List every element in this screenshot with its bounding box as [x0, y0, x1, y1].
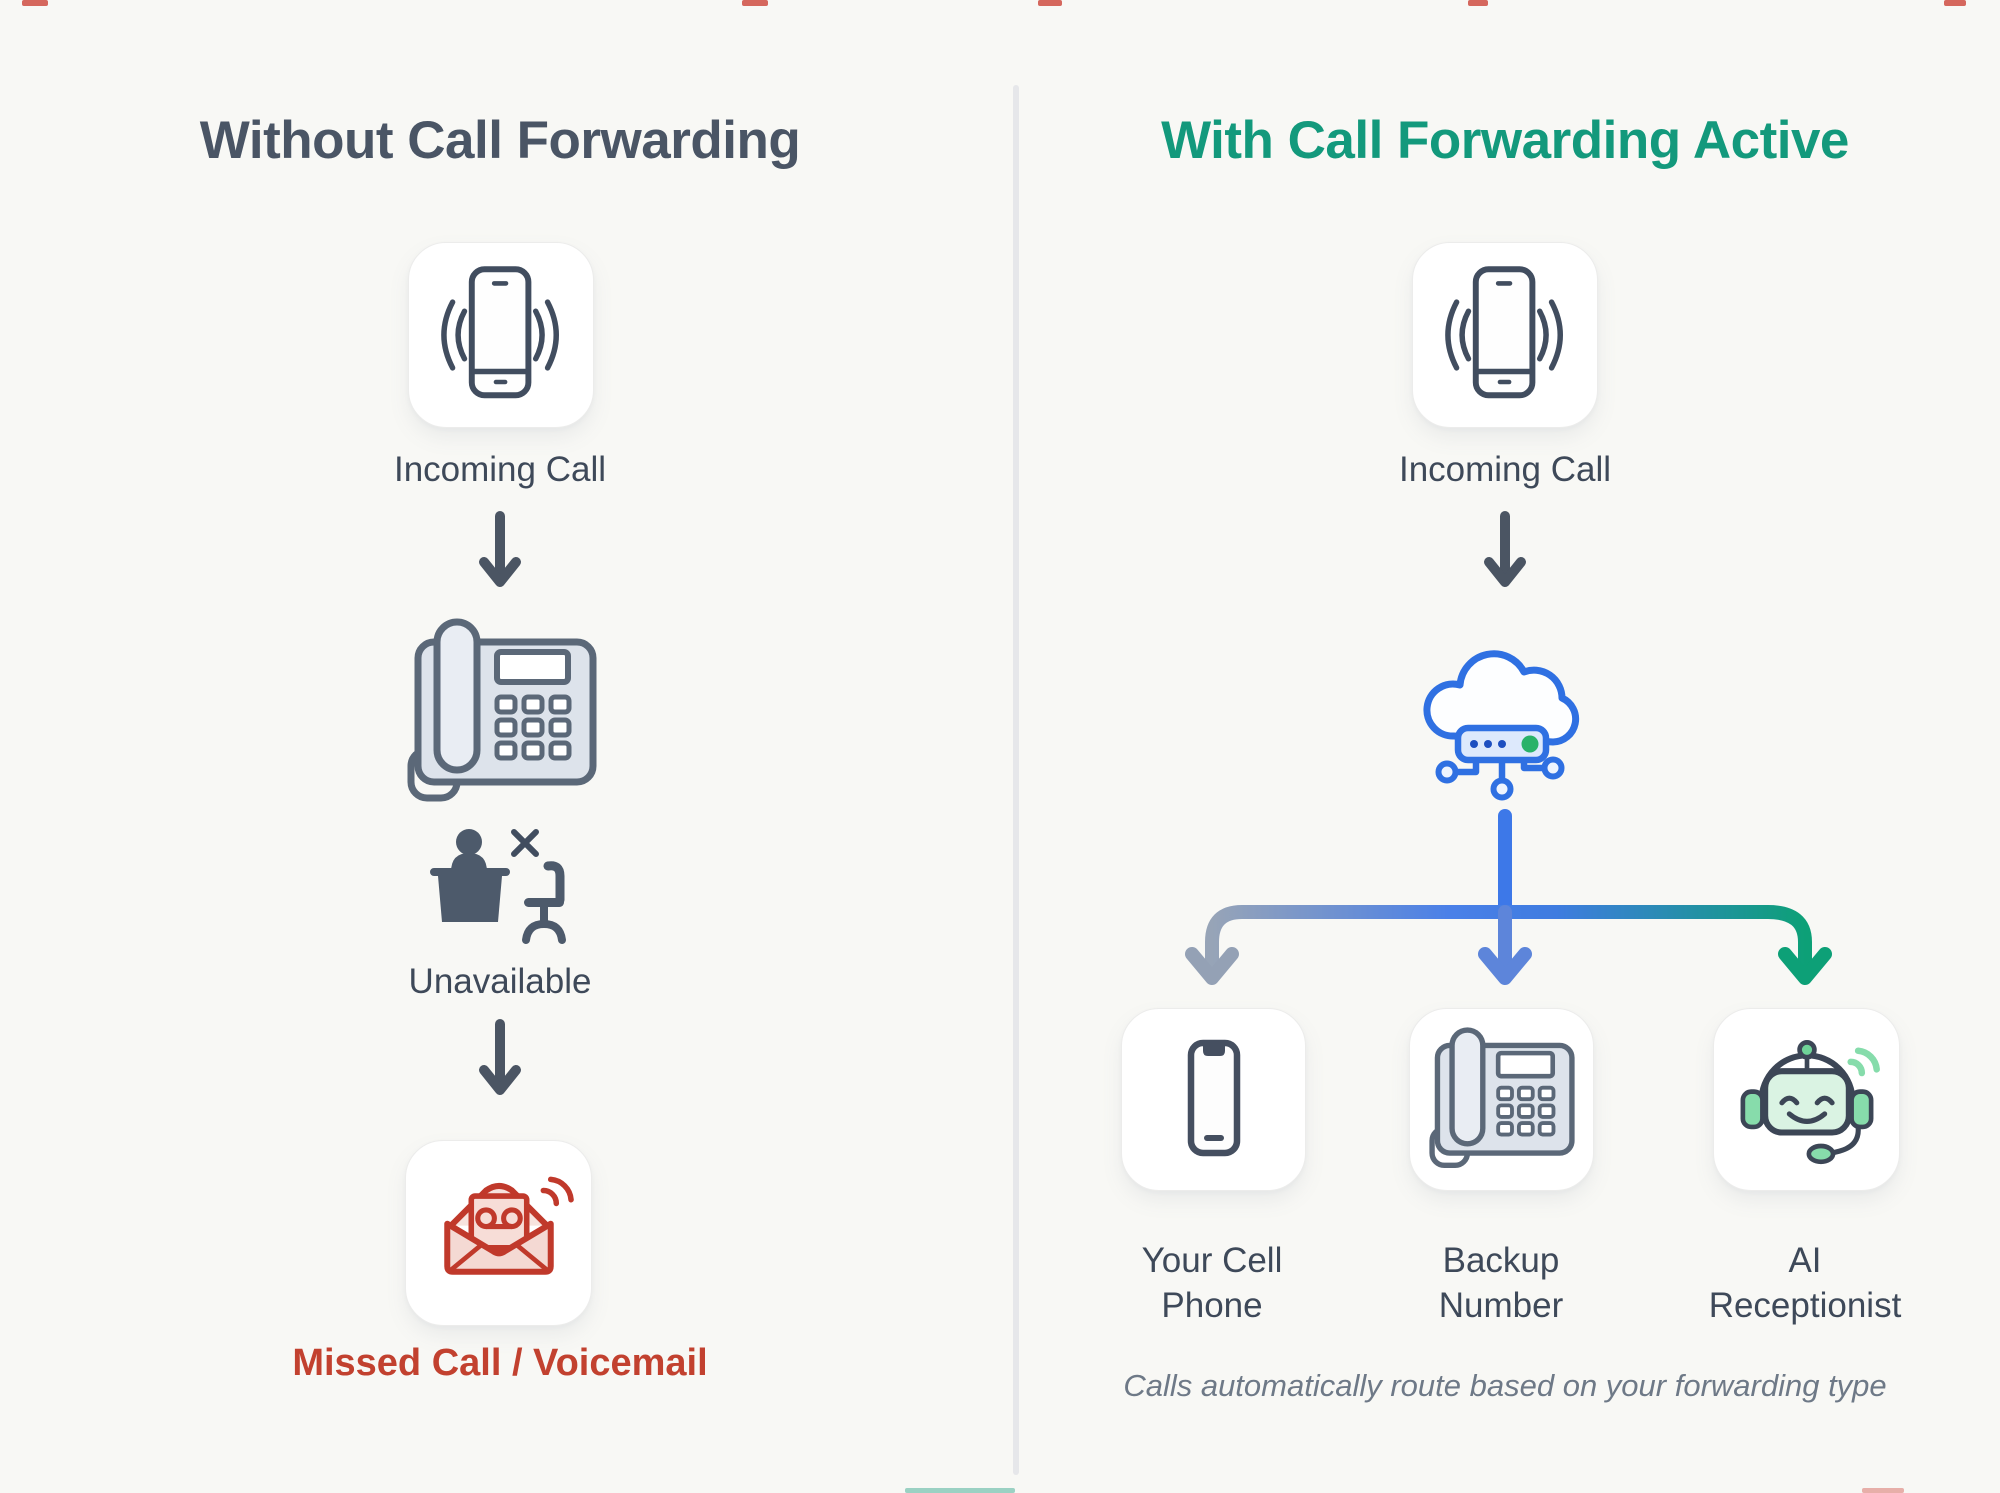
left-column-title: Without Call Forwarding: [199, 111, 801, 170]
down-arrow-icon: [1483, 510, 1527, 610]
right-column-title: With Call Forwarding Active: [1161, 111, 1849, 170]
incoming-call-card-left: [408, 242, 594, 428]
ringing-phone-icon: [1421, 251, 1589, 419]
missed-call-label: Missed Call / Voicemail: [292, 1342, 708, 1384]
destination-label-cell-phone: Your Cell Phone: [1141, 1241, 1283, 1325]
unavailable-label: Unavailable: [408, 962, 592, 1001]
top-edge-artifact: [1944, 0, 1966, 6]
incoming-call-label-left: Incoming Call: [393, 450, 607, 489]
column-divider: [1013, 85, 1019, 1475]
incoming-call-label-right: Incoming Call: [1398, 450, 1612, 489]
destination-card-cell-phone: [1121, 1008, 1306, 1191]
routing-branch-arrows: [1140, 808, 1870, 1008]
incoming-call-card-right: [1412, 242, 1598, 428]
voicemail-envelope-icon: [414, 1148, 584, 1318]
bottom-edge-artifact: [905, 1488, 1015, 1493]
ai-receptionist-icon: [1728, 1021, 1886, 1179]
desk-phone-icon: [407, 618, 597, 808]
down-arrow-icon: [478, 1018, 522, 1118]
routing-caption: Calls automatically route based on your …: [1123, 1368, 1887, 1403]
destination-card-ai-receptionist: [1713, 1008, 1900, 1191]
top-edge-artifact: [22, 0, 48, 6]
top-edge-artifact: [1038, 0, 1062, 6]
destination-label-backup-number: Backup Number: [1438, 1241, 1564, 1325]
top-edge-artifact: [742, 0, 768, 6]
bottom-edge-artifact: [1862, 1488, 1904, 1493]
destination-label-ai-receptionist: AI Receptionist: [1708, 1241, 1902, 1325]
down-arrow-icon: [478, 510, 522, 610]
destination-card-backup-number: [1409, 1008, 1594, 1191]
person-unavailable-icon: [424, 826, 574, 950]
ringing-phone-icon: [417, 251, 585, 419]
top-edge-artifact: [1468, 0, 1488, 6]
cell-phone-icon: [1139, 1025, 1289, 1175]
cloud-routing-icon: [1412, 632, 1588, 808]
desk-phone-icon: [1428, 1026, 1575, 1173]
missed-call-card: [405, 1140, 592, 1326]
